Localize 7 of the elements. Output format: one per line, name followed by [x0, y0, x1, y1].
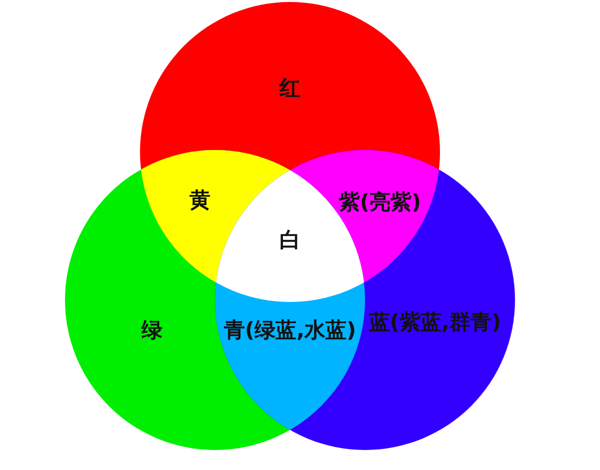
region-label: 蓝(紫蓝,群青)	[368, 308, 502, 336]
region-label: 黄	[190, 187, 210, 214]
region-label: 绿	[142, 316, 162, 344]
region-label: 红	[280, 74, 300, 102]
region-label: 青(绿蓝,水蓝)	[224, 317, 356, 344]
region-label: 紫(亮紫)	[338, 189, 422, 216]
region-label: 白	[280, 227, 300, 254]
